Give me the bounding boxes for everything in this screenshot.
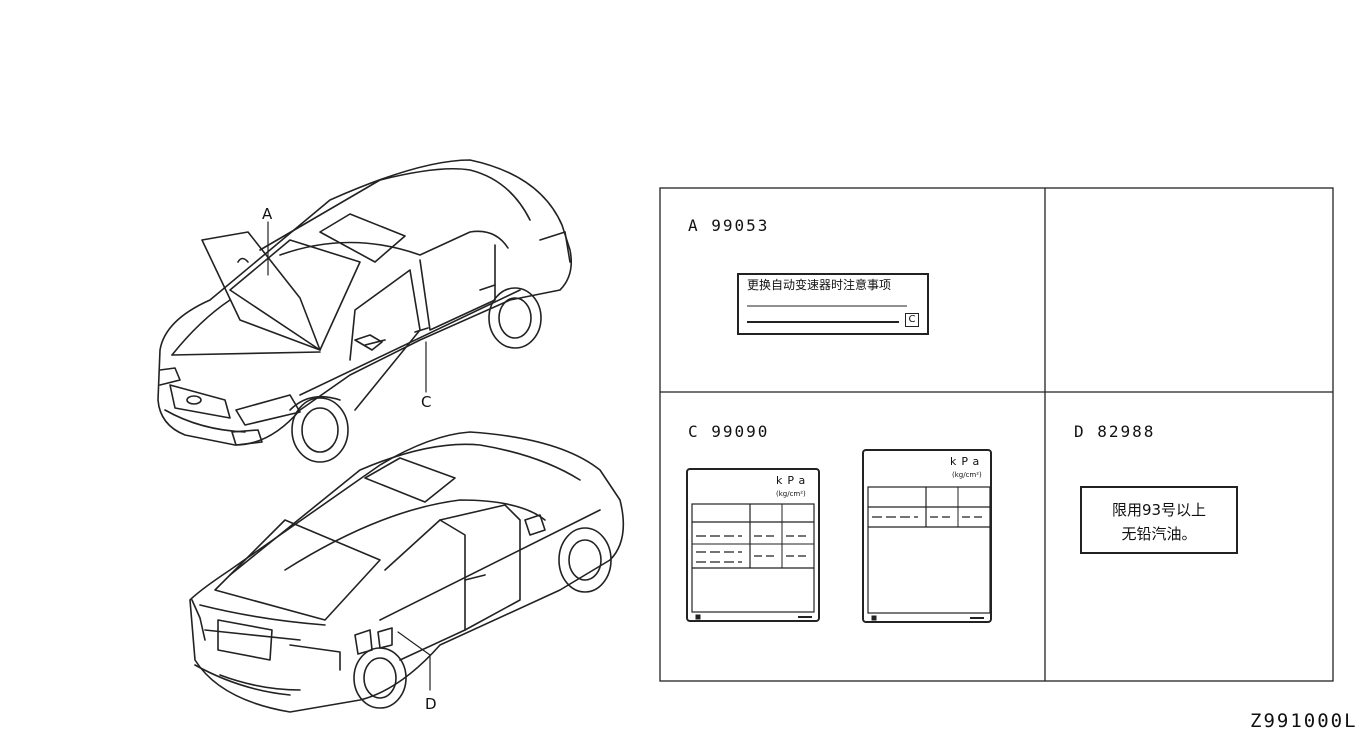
rear-car-drawing	[189, 431, 625, 713]
panel-d-code: D 82988	[1074, 422, 1156, 441]
caution-label-lines	[747, 305, 907, 323]
fuel-label-line-2: 无铅汽油。	[1121, 525, 1197, 543]
diagram-id: Z991000L	[1250, 710, 1358, 732]
callout-c: C	[421, 393, 432, 411]
tire-label-2-unit: kPa	[950, 455, 985, 468]
tire-label-2-unit-sub: (kg/cm²)	[952, 471, 982, 479]
fuel-label-d: 限用93号以上 无铅汽油。	[1080, 486, 1238, 554]
fuel-label-line-1: 限用93号以上	[1111, 501, 1207, 519]
panel-c-code: C 99090	[688, 422, 770, 441]
tire-label-1: kPa (kg/cm²)	[686, 468, 820, 622]
caution-label-mark: C	[905, 313, 919, 327]
tire-label-2: kPa (kg/cm²)	[862, 449, 992, 623]
car-illustrations	[157, 159, 625, 713]
leader-lines	[267, 221, 431, 691]
panel-a-code: A 99053	[688, 216, 770, 235]
tire-label-2-table	[867, 486, 991, 621]
caution-label-a: 更换自动变速器时注意事项 C	[737, 273, 929, 335]
tire-label-1-unit: kPa	[776, 474, 811, 487]
front-car-drawing	[157, 159, 573, 463]
callout-a: A	[262, 205, 273, 223]
caution-label-text: 更换自动变速器时注意事项	[747, 278, 892, 292]
callout-d: D	[425, 695, 437, 713]
tire-label-1-unit-sub: (kg/cm²)	[776, 490, 806, 498]
tire-label-1-table	[691, 503, 815, 620]
